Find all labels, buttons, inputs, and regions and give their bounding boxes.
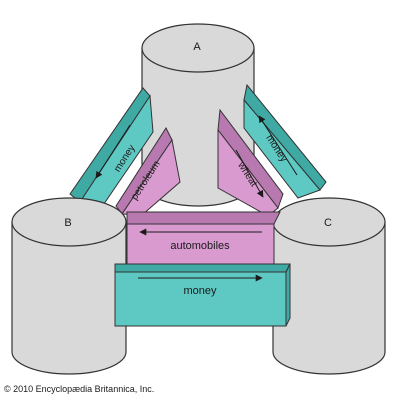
band-money-bottom <box>114 263 291 327</box>
band-money-a-c <box>243 83 327 199</box>
cylinder-c <box>272 197 386 375</box>
cylinder-b <box>11 197 127 375</box>
band-automobiles <box>126 211 281 265</box>
band-wheat-a-c <box>217 108 284 217</box>
node-label-b: B <box>64 217 71 229</box>
node-label-a: A <box>193 41 201 53</box>
flow-label-automobiles: automobiles <box>170 240 230 252</box>
band-money-b-a <box>69 87 154 221</box>
node-label-c: C <box>324 217 332 229</box>
copyright-caption: © 2010 Encyclopædia Britannica, Inc. <box>4 384 155 394</box>
flow-label-money-bottom: money <box>183 285 217 297</box>
